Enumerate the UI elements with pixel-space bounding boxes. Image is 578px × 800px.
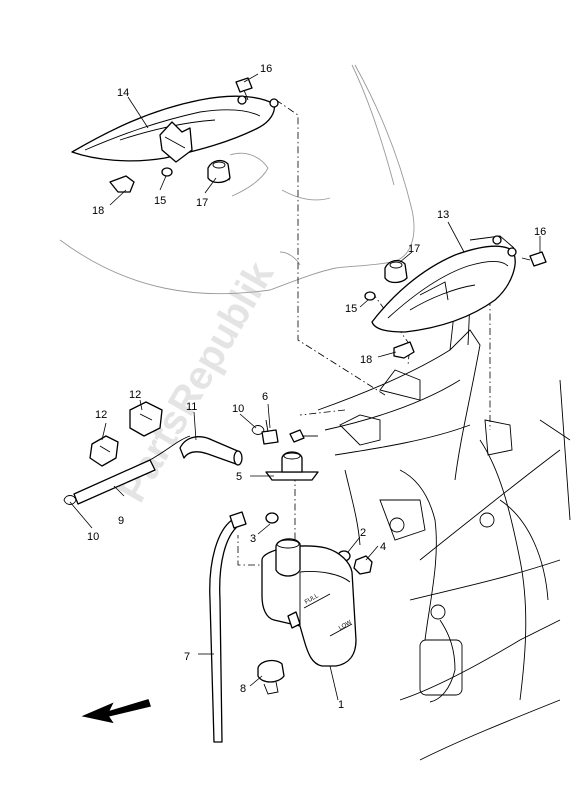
clip-18-right [393,341,415,359]
callout-10-right: 10 [232,403,244,415]
callout-4: 4 [380,541,386,553]
callout-9: 9 [118,515,124,527]
callout-11: 11 [186,401,197,413]
callout-17-left: 17 [196,197,208,209]
clip-10-left [63,495,77,505]
callout-10-left: 10 [87,531,99,543]
nut-4 [353,555,373,575]
callout-16-right: 16 [534,226,546,238]
frame-outline [317,299,571,761]
callout-17-right: 17 [408,243,420,255]
collar-3 [265,512,279,524]
callout-7: 7 [184,651,190,663]
hose-11 [179,436,243,466]
grommet-17-left [207,159,231,184]
reservoir-tank-1: FULL LOW [261,538,357,667]
clamp-12-a [89,435,119,467]
pipe-9 [73,435,191,505]
callout-18-right: 18 [360,354,372,366]
alignment-lines [209,99,491,566]
fitting-6 [261,419,279,445]
collar-15-left [161,167,173,177]
callout-labels: 16 14 18 15 17 13 16 17 15 18 12 6 11 10… [87,63,546,711]
clip-18-left [109,175,135,193]
bolt-16-left [235,77,253,101]
leader-lines [69,73,541,701]
callout-16-left: 16 [260,63,272,75]
callout-15-right: 15 [345,303,357,315]
bolt-16-right [521,251,547,267]
screw-near-cap [289,429,318,443]
plug-8 [257,659,285,695]
seat-outline [59,64,415,295]
callout-2: 2 [360,527,366,539]
callout-5: 5 [236,471,242,483]
callout-18-left: 18 [92,205,104,217]
clamp-12-b [129,401,163,437]
callout-3: 3 [250,533,256,545]
side-cover-right [371,235,517,333]
overflow-hose-7 [209,511,247,743]
callout-12-b: 12 [129,389,141,401]
cap-5 [265,451,319,481]
callout-13: 13 [437,209,449,221]
callout-1: 1 [338,699,344,711]
callout-12-a: 12 [95,409,107,421]
side-cover-left [71,95,279,163]
clip-10-right [251,425,265,435]
grommet-17-right [384,259,408,284]
front-arrow-icon [81,699,151,724]
callout-14: 14 [117,87,129,99]
callout-15-left: 15 [154,195,166,207]
callout-8: 8 [240,683,246,695]
callout-6: 6 [262,391,268,403]
collar-15-right [364,291,376,301]
